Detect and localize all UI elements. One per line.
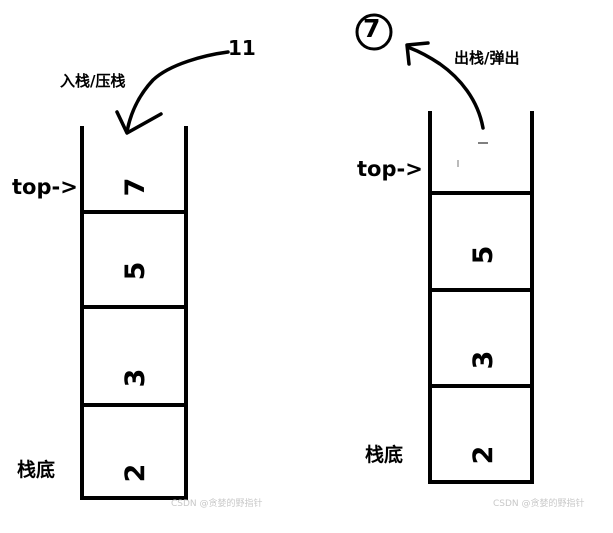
watermark: CSDN @贪婪的野指针 — [171, 499, 263, 509]
left-cell-value: 3 — [120, 368, 151, 388]
left-cell-value: 7 — [120, 177, 151, 197]
right-cell-value: 3 — [468, 350, 499, 370]
popped-value: 7 — [363, 14, 381, 43]
right-top-pointer: top-> — [357, 157, 423, 181]
pop-arrow — [405, 41, 485, 130]
push-arrow — [115, 50, 230, 135]
left-stack-frame — [80, 126, 188, 500]
left-stack-bottom-label: 栈底 — [17, 459, 56, 481]
right-cell-value: 2 — [468, 445, 499, 465]
pushed-value: 11 — [228, 36, 256, 60]
push-label: 入栈/压栈 — [60, 72, 126, 90]
right-cell-value: 5 — [468, 245, 499, 265]
left-cell-value: 5 — [120, 261, 151, 281]
left-cell-value: 2 — [120, 463, 151, 483]
popped-value-circle — [355, 13, 393, 51]
left-top-pointer: top-> — [12, 175, 78, 199]
watermark: CSDN @贪婪的野指针 — [493, 499, 585, 509]
pop-label: 出栈/弹出 — [454, 49, 520, 67]
right-stack-bottom-label: 栈底 — [365, 444, 404, 466]
right-stack-frame — [428, 111, 534, 484]
